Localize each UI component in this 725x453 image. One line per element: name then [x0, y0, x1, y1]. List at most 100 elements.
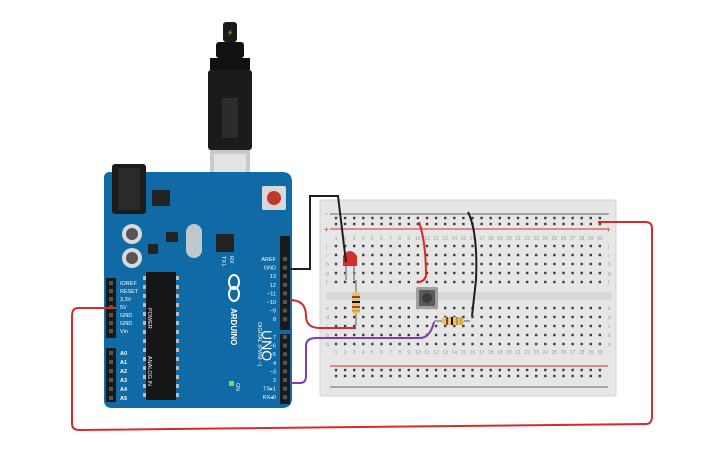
row-letter: f — [608, 280, 610, 286]
led-label-l: L — [220, 264, 226, 267]
rail-minus-label: - — [325, 209, 328, 218]
column-number: 2 — [344, 350, 347, 356]
column-number: 24 — [543, 350, 549, 356]
digital-pin-label: AREF — [261, 257, 276, 263]
row-letter: j — [607, 244, 609, 250]
digital-pin[interactable] — [283, 274, 287, 279]
column-number: 3 — [353, 350, 356, 356]
column-number: 18 — [488, 236, 494, 242]
wire-bb-black[interactable] — [467, 211, 478, 317]
row-letter: d — [326, 315, 329, 321]
column-number: 13 — [442, 236, 448, 242]
column-number: 26 — [561, 236, 567, 242]
on-led-icon — [229, 381, 234, 386]
column-number: 3 — [353, 236, 356, 242]
digital-pin[interactable] — [283, 395, 287, 400]
column-number: 6 — [380, 236, 383, 242]
resistor-horizontal[interactable] — [434, 317, 470, 325]
digital-header-bottom[interactable] — [280, 334, 290, 404]
column-number: 19 — [497, 236, 503, 242]
wire-gnd[interactable] — [290, 195, 347, 270]
wire-pin10[interactable] — [289, 299, 356, 329]
pushbutton[interactable] — [416, 287, 438, 309]
digital-pin-label: 12 — [270, 283, 276, 289]
column-number: 8 — [398, 350, 401, 356]
row-letter: i — [608, 253, 609, 259]
row-letter: d — [608, 315, 611, 321]
column-number: 10 — [415, 236, 421, 242]
column-number: 17 — [479, 350, 485, 356]
row-letter: f — [326, 280, 328, 286]
power-pin-label: Vin — [120, 329, 128, 335]
analog-pin-label: A1 — [120, 360, 127, 366]
column-number: 7 — [389, 350, 392, 356]
digital-pin-label: 13 — [270, 274, 276, 280]
column-number: 9 — [407, 350, 410, 356]
column-number: 11 — [424, 236, 429, 242]
digital-pin-label: 4 — [273, 361, 276, 367]
wire-pin2[interactable] — [290, 321, 435, 384]
digital-pin[interactable] — [283, 317, 287, 322]
column-number: 27 — [570, 236, 576, 242]
column-number: 25 — [552, 350, 558, 356]
row-letter: g — [608, 271, 611, 277]
digital-pin-label: ~3 — [270, 369, 276, 375]
digital-pin[interactable] — [283, 265, 287, 270]
power-pin[interactable] — [109, 329, 113, 333]
column-number: 27 — [570, 350, 576, 356]
column-number: 15 — [461, 236, 467, 242]
analog-header[interactable] — [106, 348, 116, 402]
analog-pin[interactable] — [109, 360, 113, 364]
digital-pin[interactable] — [283, 335, 287, 339]
analog-pin[interactable] — [109, 378, 113, 382]
column-number: 25 — [552, 236, 558, 242]
column-number: 30 — [597, 350, 603, 356]
power-pin[interactable] — [109, 321, 113, 325]
resistor-vertical[interactable] — [352, 280, 360, 326]
column-number: 14 — [452, 350, 458, 356]
digital-pin-label: ~9 — [270, 309, 276, 315]
digital-pin-label: ~10 — [267, 300, 276, 306]
column-number: 23 — [533, 350, 539, 356]
digital-pin-label: 8 — [273, 317, 276, 323]
digital-pin[interactable] — [283, 257, 287, 261]
column-number: 26 — [561, 350, 567, 356]
digital-pin[interactable] — [283, 282, 287, 287]
analog-pin[interactable] — [109, 396, 113, 400]
red-led[interactable] — [343, 251, 357, 280]
arduino-uno-board[interactable]: ARDUINO UNO L TX RX ON IOREFRESET3.3V5VG… — [104, 164, 292, 408]
digital-pin[interactable] — [283, 369, 287, 374]
digital-pin[interactable] — [283, 378, 287, 382]
analog-pin[interactable] — [109, 369, 113, 373]
crystal — [186, 224, 202, 258]
power-pin[interactable] — [109, 297, 113, 301]
power-pin[interactable] — [109, 281, 113, 285]
column-number: 2 — [344, 236, 347, 242]
power-pin[interactable] — [109, 313, 113, 317]
digital-pin[interactable] — [283, 300, 287, 304]
column-number: 5 — [371, 350, 374, 356]
row-letter: h — [608, 262, 611, 268]
column-number: 13 — [442, 350, 448, 356]
row-letter: i — [326, 253, 327, 259]
digital-pin[interactable] — [283, 360, 287, 365]
digital-pin-label: TX▸1 — [263, 387, 276, 393]
digital-pin[interactable] — [283, 343, 287, 348]
power-pin[interactable] — [109, 289, 113, 293]
column-number: 1 — [335, 350, 338, 356]
brand-label: ARDUINO — [229, 308, 238, 345]
microcontroller-chip — [146, 272, 176, 400]
column-number: 20 — [506, 236, 512, 242]
digital-pin[interactable] — [283, 352, 287, 357]
analog-pin[interactable] — [109, 387, 113, 391]
led-label-tx: TX — [220, 256, 226, 263]
digital-pin[interactable] — [283, 308, 287, 313]
wire-5v[interactable] — [71, 221, 653, 432]
column-number: 9 — [407, 236, 410, 242]
digital-pin[interactable] — [283, 291, 287, 296]
wire-bb-red[interactable] — [417, 221, 428, 283]
digital-pin[interactable] — [283, 386, 287, 391]
analog-pin[interactable] — [109, 351, 113, 355]
